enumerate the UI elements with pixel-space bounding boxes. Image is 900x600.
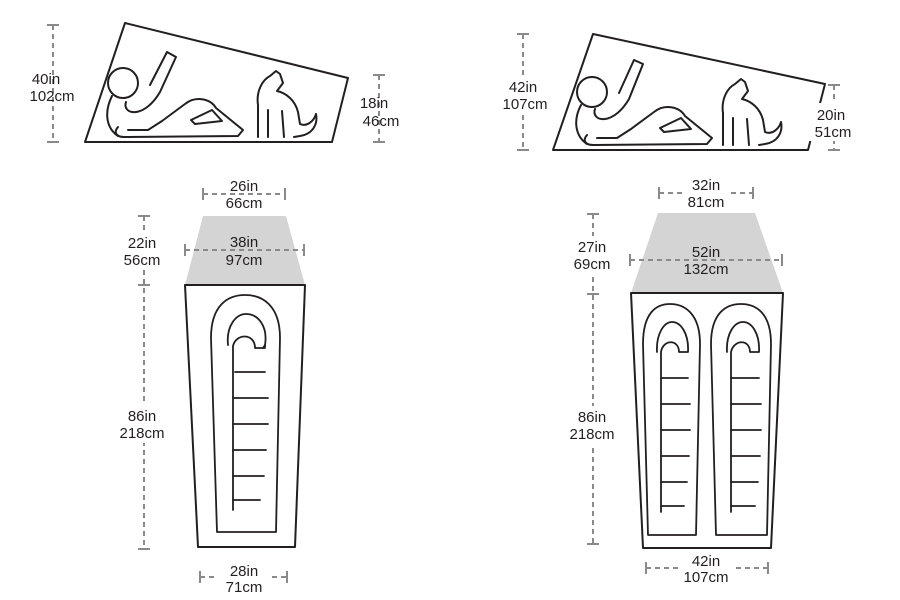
tent-1-floor-plan: 26in 66cm 38in 97cm 22in 56cm 86in 218cm [110, 178, 306, 596]
tent-1-side-outline [84, 22, 349, 143]
tent-2-length-in: 86in [578, 409, 606, 426]
tent-2-vestibule-depth-in: 27in [578, 239, 606, 256]
tent-2: 42in 107cm 20in 51cm [494, 33, 860, 586]
tent-1-vestibule-width-in: 38in [230, 234, 258, 251]
tent-1-foot-width-in: 28in [230, 563, 258, 580]
tent-2-side-profile: 42in 107cm 20in 51cm [494, 33, 860, 151]
tent-2-floor-plan: 32in 81cm 52in 132cm 27in 69cm 86in 218c… [560, 177, 784, 586]
tent-1-foot-width-cm: 71cm [226, 579, 263, 596]
sleeping-bag-icon [710, 303, 772, 536]
tent-1-vestibule-depth-cm: 56cm [124, 252, 161, 269]
tent-1-side-profile: 40in 102cm 18in 46cm [29, 22, 400, 143]
tent-2-length-cm: 218cm [569, 426, 614, 443]
tent-1-length-in: 86in [128, 408, 156, 425]
tent-1-length-cm: 218cm [119, 425, 164, 442]
tent-2-head-width-cm: 81cm [688, 194, 725, 211]
tent-1-vestibule [185, 216, 305, 285]
sleeping-bag-icon [210, 294, 281, 533]
tent-1-vestibule-depth-in: 22in [128, 235, 156, 252]
tent-1-head-width-cm: 66cm [226, 195, 263, 212]
tent-1-head-width-in: 26in [230, 178, 258, 195]
tent-2-vestibule-depth-cm: 69cm [574, 256, 611, 273]
tent-2-vestibule-width-cm: 132cm [683, 261, 728, 278]
tent-2-foot-width-cm: 107cm [683, 569, 728, 586]
tent-2-foot-height-cm: 51cm [815, 124, 852, 141]
tent-2-foot-width-in: 42in [692, 553, 720, 570]
tent-2-floor-outline [630, 292, 784, 549]
person-icon [575, 59, 713, 146]
tent-2-vestibule-width-in: 52in [692, 244, 720, 261]
dog-icon [256, 70, 318, 138]
tent-1-max-height-in: 40in [32, 71, 60, 88]
tent-2-foot-height-in: 20in [817, 107, 845, 124]
tent-2-max-height-in: 42in [509, 79, 537, 96]
tent-2-max-height-cm: 107cm [502, 96, 547, 113]
tent-1: 40in 102cm 18in 46cm 26in 66cm [29, 22, 400, 596]
dog-icon [721, 78, 783, 146]
tent-2-vestibule [631, 213, 783, 293]
tent-1-max-height-cm: 102cm [29, 88, 74, 105]
tent-1-vestibule-width-cm: 97cm [226, 252, 263, 269]
tent-1-foot-height-cm: 46cm [363, 113, 400, 130]
tent-2-head-width-in: 32in [692, 177, 720, 194]
person-icon [106, 51, 244, 138]
sleeping-bag-icon [642, 303, 701, 536]
tent-1-floor-outline [184, 284, 306, 548]
tent-1-foot-height-in: 18in [360, 95, 388, 112]
tent-2-side-outline [552, 33, 826, 151]
